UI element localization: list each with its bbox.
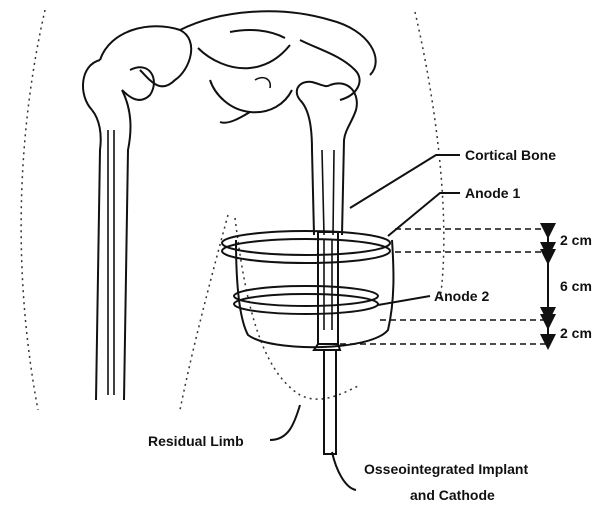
- right-femur: [297, 82, 357, 235]
- leader-lines: [270, 155, 460, 490]
- left-femur: [83, 60, 154, 400]
- dimension-bottom-gap: 2 cm: [560, 325, 592, 341]
- label-implant-line2: and Cathode: [410, 487, 495, 503]
- implant-rod: [314, 232, 340, 454]
- label-anode-2: Anode 2: [434, 288, 489, 304]
- dimension-guides: [340, 229, 548, 344]
- label-residual-limb: Residual Limb: [148, 433, 244, 449]
- anode-2-ring: [234, 286, 378, 314]
- label-anode-1: Anode 1: [465, 185, 520, 201]
- body-outline: [21, 10, 444, 410]
- dimension-top-gap: 2 cm: [560, 232, 592, 248]
- label-cortical-bone: Cortical Bone: [465, 147, 556, 163]
- label-implant-line1: Osseointegrated Implant: [364, 461, 528, 477]
- dimension-middle-gap: 6 cm: [560, 278, 592, 294]
- anode-1-ring: [222, 231, 390, 263]
